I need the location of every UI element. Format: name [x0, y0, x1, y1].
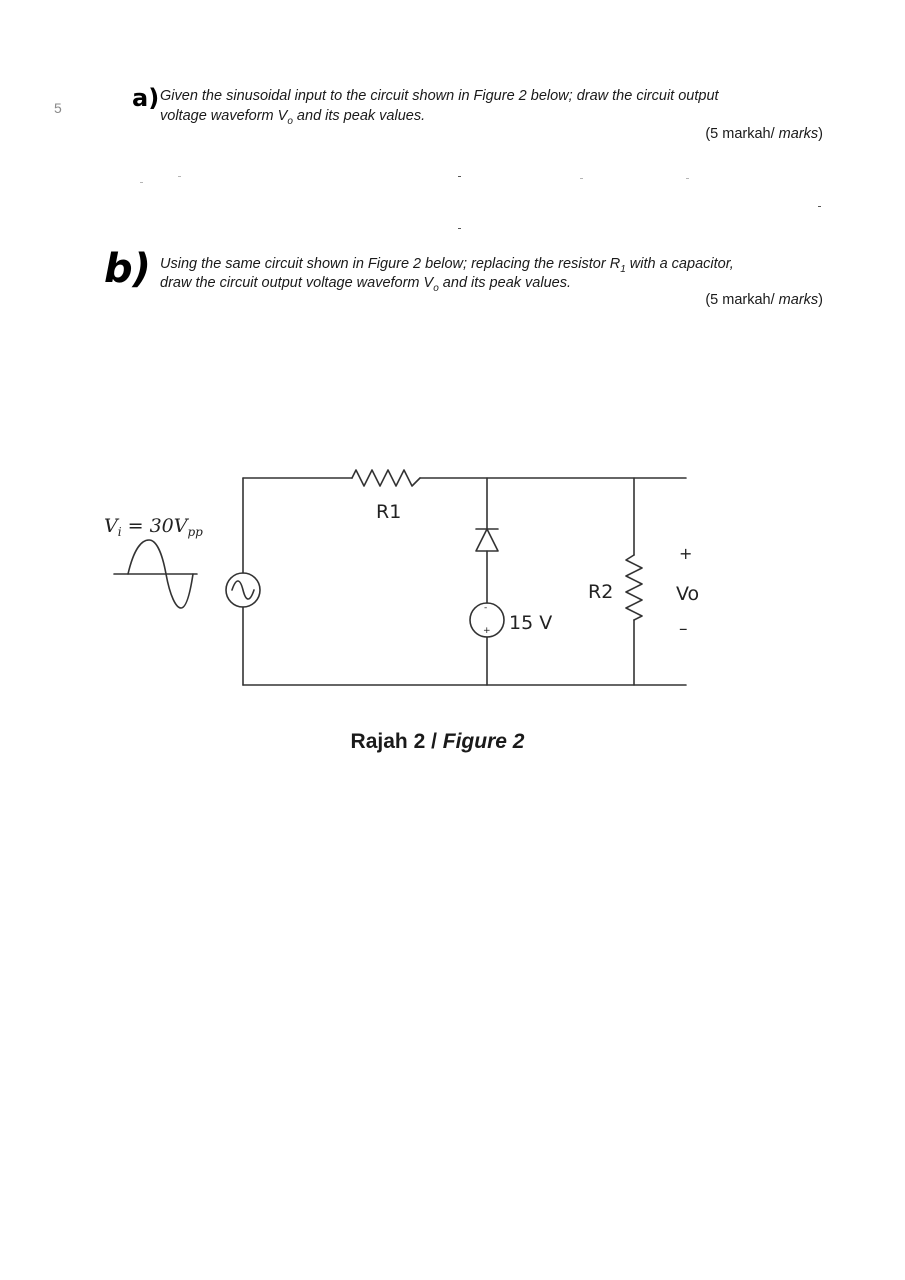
question-a-line-2: voltage waveform Vo and its peak values. — [160, 108, 426, 127]
margin-page-mark: 5 — [54, 100, 62, 116]
scan-smudge — [580, 178, 583, 179]
input-sine-wave — [127, 539, 194, 609]
dc-source-minus: - — [484, 603, 487, 613]
question-a-marks: (5 markah/ marks) — [705, 126, 823, 142]
dc-source-plus: + — [483, 626, 491, 636]
scan-smudge — [178, 176, 181, 177]
r2-resistor — [625, 554, 643, 621]
scan-smudge — [686, 178, 689, 179]
figure-caption: Rajah 2 / Figure 2 — [350, 730, 525, 753]
vo-label: Vo — [676, 583, 699, 605]
scan-smudge — [458, 176, 461, 177]
vo-plus: + — [679, 544, 692, 563]
question-b-letter: b) — [104, 246, 151, 292]
vo-minus: – — [679, 619, 688, 639]
circuit-diagram: R1 R2 15 V - + + Vo – Vi = 30Vpp — [104, 469, 699, 686]
diode-triangle — [475, 528, 499, 552]
vi-label: Vi = 30Vpp — [104, 515, 203, 539]
dc-source-label: 15 V — [509, 612, 552, 634]
scan-smudge — [818, 206, 821, 207]
r1-label: R1 — [376, 501, 401, 523]
r1-resistor — [351, 469, 421, 487]
question-b-marks: (5 markah/ marks) — [705, 292, 823, 308]
question-a-letter: a) — [132, 84, 160, 112]
ac-source-sine — [231, 580, 255, 600]
r2-label: R2 — [588, 581, 613, 603]
scan-smudge — [140, 182, 143, 183]
question-a-line-1: Given the sinusoidal input to the circui… — [160, 88, 719, 104]
question-b-line-1: Using the same circuit shown in Figure 2… — [160, 256, 734, 275]
question-b-line-2: draw the circuit output voltage waveform… — [160, 275, 571, 294]
scan-smudge — [458, 228, 461, 229]
